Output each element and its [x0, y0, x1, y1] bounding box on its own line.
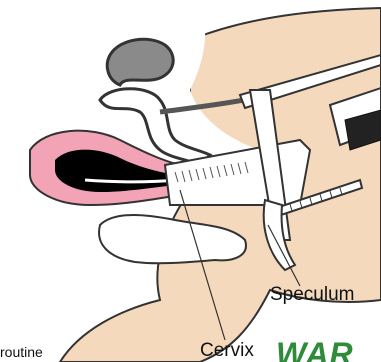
cervix-label: Cervix — [200, 340, 254, 362]
partial-caption: routine — [0, 344, 43, 360]
speculum-label: Speculum — [270, 284, 355, 306]
logo-partial: WAR — [276, 336, 354, 362]
